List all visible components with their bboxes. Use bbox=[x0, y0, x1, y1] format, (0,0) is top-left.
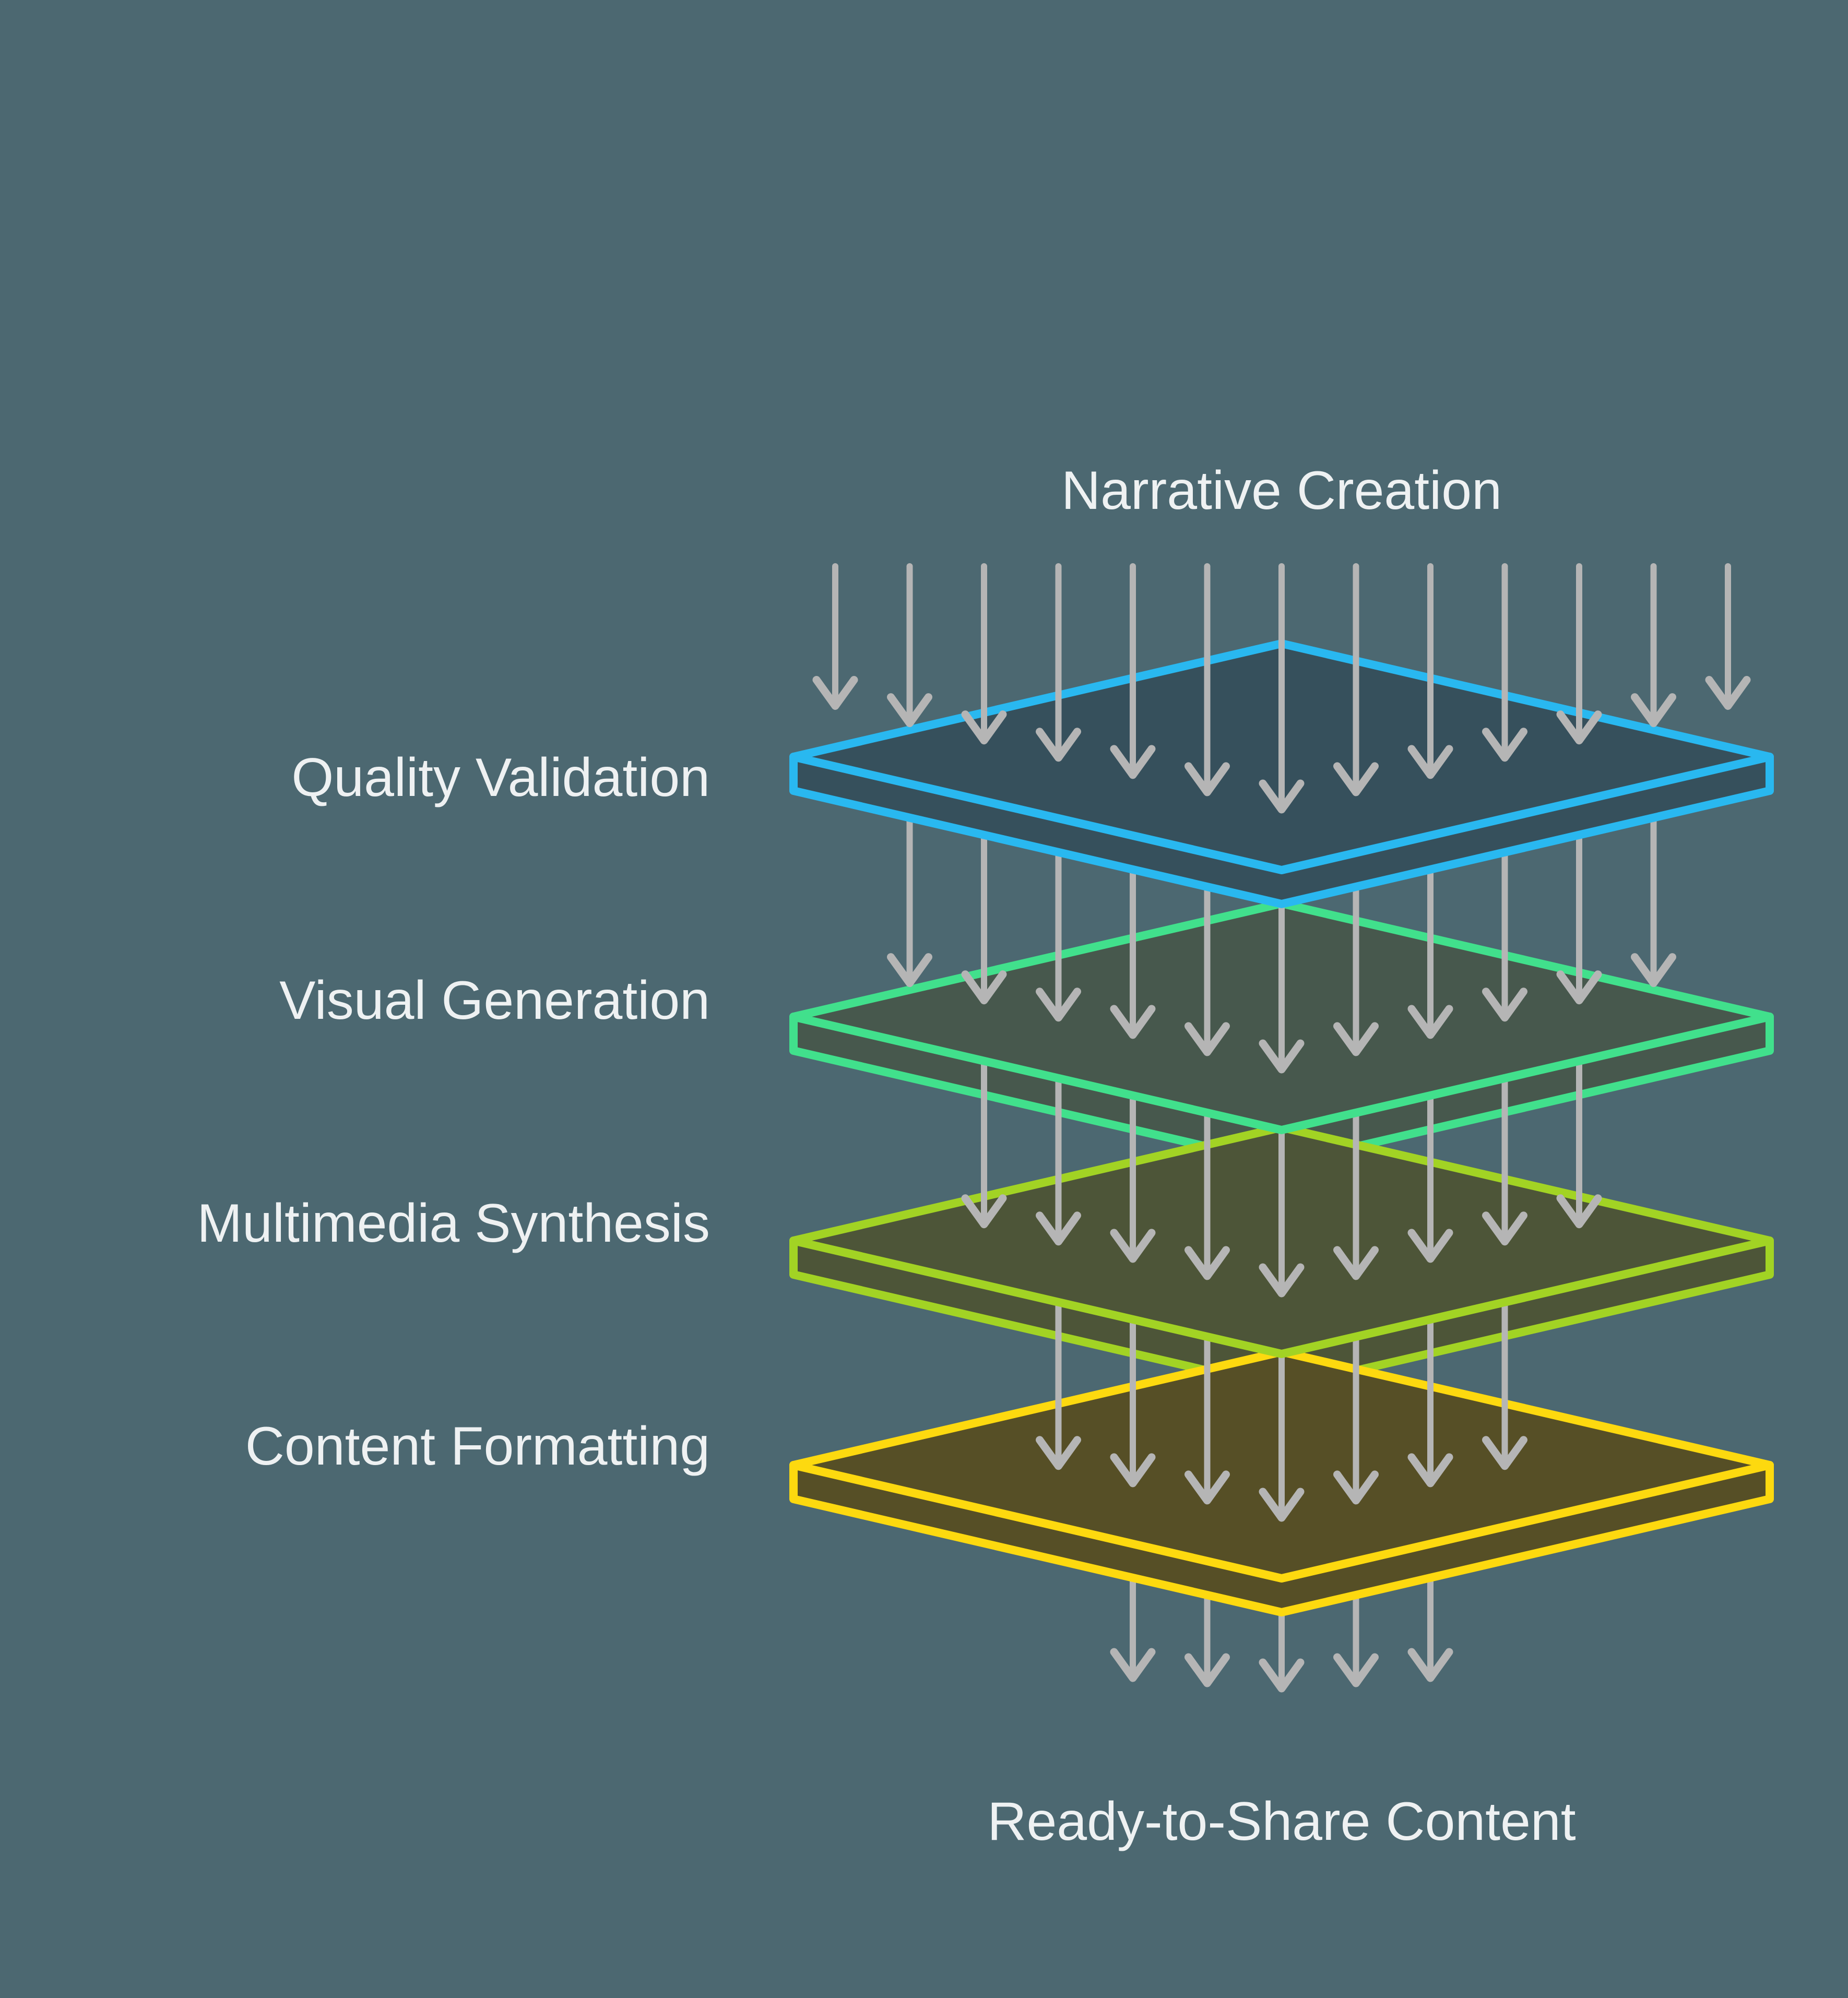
arrow-head-icon bbox=[1184, 1022, 1230, 1056]
arrow-head-icon bbox=[1407, 1453, 1453, 1488]
arrow-set-narrative-to-quality bbox=[812, 563, 1751, 814]
arrow-head-icon bbox=[1333, 1246, 1379, 1280]
arrow-head-icon bbox=[1184, 1470, 1230, 1505]
arrow-head-icon bbox=[1556, 970, 1602, 1005]
arrow-head-icon bbox=[887, 693, 932, 728]
label-multimedia-synthesis: Multimedia Synthesis bbox=[197, 1193, 710, 1254]
label-content-formatting: Content Formatting bbox=[245, 1416, 710, 1477]
arrow-set-quality-to-visual bbox=[887, 809, 1676, 1074]
arrow-head-icon bbox=[1036, 1436, 1081, 1470]
arrow-head-icon bbox=[1556, 1194, 1602, 1229]
arrow-head-icon bbox=[1407, 745, 1453, 779]
arrow-head-icon bbox=[887, 953, 932, 988]
arrow-head-icon bbox=[1333, 762, 1379, 796]
arrow-head-icon bbox=[1482, 1211, 1527, 1246]
arrow-head-icon bbox=[812, 676, 858, 710]
arrow-set-formatting-to-output bbox=[1110, 1569, 1453, 1693]
label-quality-validation: Quality Validation bbox=[291, 747, 710, 808]
arrow-head-icon bbox=[1333, 1653, 1379, 1687]
arrow-head-icon bbox=[961, 710, 1007, 745]
arrow-head-icon bbox=[1333, 1470, 1379, 1505]
arrow-head-icon bbox=[1110, 1648, 1156, 1682]
arrow-head-icon bbox=[1110, 1005, 1156, 1039]
arrow-head-icon bbox=[1259, 1658, 1305, 1693]
arrow-head-icon bbox=[961, 1194, 1007, 1229]
arrow-head-icon bbox=[1631, 953, 1676, 988]
arrow-head-icon bbox=[1407, 1648, 1453, 1682]
arrow-head-icon bbox=[1184, 762, 1230, 796]
arrow-head-icon bbox=[1110, 745, 1156, 779]
arrow-head-icon bbox=[961, 970, 1007, 1005]
label-visual-generation: Visual Generation bbox=[279, 970, 710, 1031]
arrow-set-visual-to-multimedia bbox=[961, 1052, 1602, 1298]
diagram-title: Narrative Creation bbox=[1061, 460, 1502, 521]
arrow-head-icon bbox=[1259, 1488, 1305, 1522]
arrow-head-icon bbox=[1036, 988, 1081, 1022]
arrow-head-icon bbox=[1556, 710, 1602, 745]
output-caption: Ready-to-Share Content bbox=[987, 1791, 1576, 1852]
arrow-head-icon bbox=[1631, 693, 1676, 728]
arrow-head-icon bbox=[1482, 988, 1527, 1022]
arrow-head-icon bbox=[1407, 1229, 1453, 1263]
arrow-head-icon bbox=[1259, 1263, 1305, 1298]
arrow-head-icon bbox=[1407, 1005, 1453, 1039]
arrow-head-icon bbox=[1036, 1211, 1081, 1246]
arrow-head-icon bbox=[1184, 1246, 1230, 1280]
arrow-head-icon bbox=[1036, 728, 1081, 762]
arrow-head-icon bbox=[1110, 1453, 1156, 1488]
arrow-head-icon bbox=[1259, 1039, 1305, 1074]
arrow-head-icon bbox=[1184, 1653, 1230, 1687]
arrow-head-icon bbox=[1259, 779, 1305, 814]
arrow-head-icon bbox=[1482, 1436, 1527, 1470]
arrow-set-multimedia-to-formatting bbox=[1036, 1293, 1527, 1522]
arrow-head-icon bbox=[1705, 676, 1751, 710]
arrow-head-icon bbox=[1110, 1229, 1156, 1263]
arrow-head-icon bbox=[1333, 1022, 1379, 1056]
arrow-head-icon bbox=[1482, 728, 1527, 762]
